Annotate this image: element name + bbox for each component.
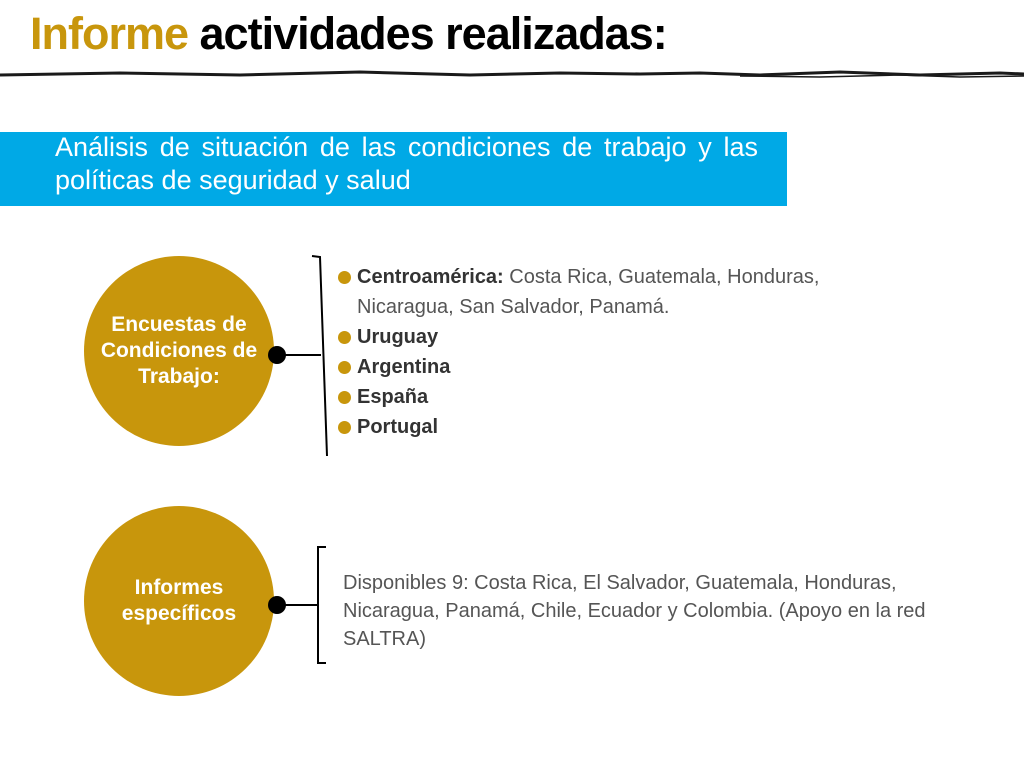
list-item-detail: Costa Rica, Guatemala, Honduras, <box>503 266 820 288</box>
title-rest: actividades realizadas: <box>199 8 668 59</box>
list-item-title: Argentina <box>357 356 451 378</box>
section-banner <box>0 132 787 206</box>
list-item-title: Centroamérica: <box>357 266 504 288</box>
encuestas-circle-label: Encuestas de Condiciones de Trabajo: <box>100 313 258 388</box>
encuestas-circle: Encuestas de Condiciones de Trabajo: <box>84 256 274 446</box>
list-item-detail-continued: Nicaragua, San Salvador, Panamá. <box>357 296 670 318</box>
list-item: Centroamérica: Costa Rica, Guatemala, Ho… <box>336 262 976 322</box>
title-highlight-word: Informe <box>30 8 189 59</box>
list-item: Uruguay <box>336 322 976 352</box>
informes-circle-label: Informes específicos <box>121 576 237 625</box>
informes-circle: Informes específicos <box>84 506 274 696</box>
encuestas-connector <box>268 255 328 457</box>
list-item: Portugal <box>336 412 976 442</box>
list-item-title: España <box>357 386 429 408</box>
informes-connector <box>268 546 326 664</box>
encuestas-country-list: Centroamérica: Costa Rica, Guatemala, Ho… <box>336 262 976 442</box>
section-banner-text: Análisis de situación de las condiciones… <box>55 132 758 195</box>
list-item: España <box>336 382 976 412</box>
list-item-title: Portugal <box>357 416 439 438</box>
title-underline <box>0 70 1024 78</box>
list-item: Argentina <box>336 352 976 382</box>
informes-description: Disponibles 9: Costa Rica, El Salvador, … <box>343 572 926 650</box>
list-item-title: Uruguay <box>357 326 439 348</box>
slide-title: Informe actividades realizadas: <box>30 8 668 60</box>
